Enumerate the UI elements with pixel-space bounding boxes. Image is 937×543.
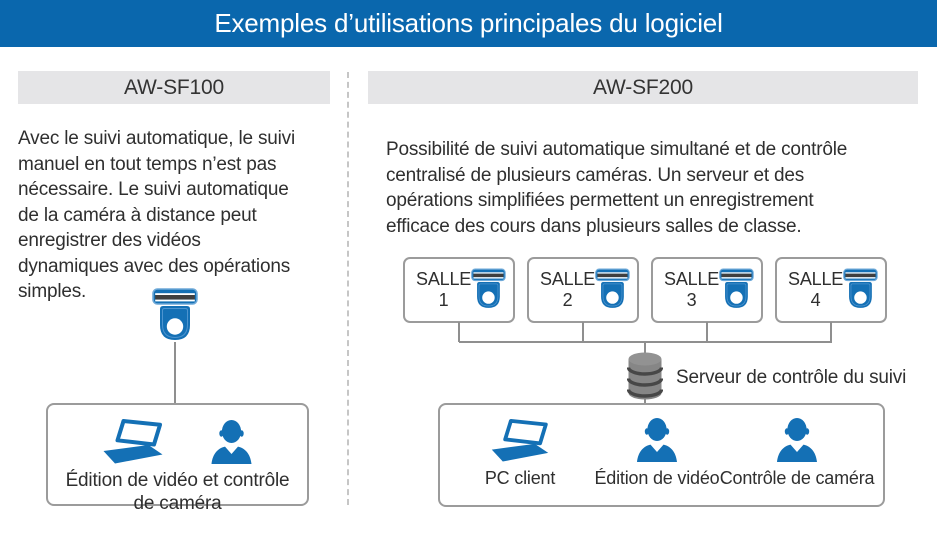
- client-pc: PC client: [460, 405, 580, 489]
- ptz-camera-icon: [595, 265, 630, 315]
- station-icons: [102, 418, 253, 464]
- editing-station-box: Édition de vidéo et contrôle de caméra: [46, 403, 309, 514]
- ptz-camera-icon: [152, 288, 198, 345]
- room-label: SALLE 4: [788, 269, 843, 311]
- client-label: Contrôle de caméra: [719, 468, 875, 488]
- room-box-4: SALLE 4: [775, 257, 887, 323]
- connector-line: [458, 322, 460, 342]
- client-video-editing: Édition de vidéo: [587, 405, 727, 489]
- connector-line: [582, 322, 584, 342]
- server-database-icon: [627, 351, 663, 401]
- room-name-text: SALLE: [664, 269, 720, 289]
- connector-line: [706, 322, 708, 342]
- connector-line: [830, 322, 832, 342]
- room-label: SALLE 1: [416, 269, 471, 311]
- person-icon: [776, 418, 818, 462]
- laptop-icon: [102, 418, 164, 464]
- ptz-camera-icon: [843, 265, 878, 315]
- client-label: Édition de vidéo: [594, 468, 720, 488]
- room-box-1: SALLE 1: [403, 257, 515, 323]
- room-label: SALLE 2: [540, 269, 595, 311]
- room-number-text: 2: [562, 290, 573, 310]
- room-name-text: SALLE: [416, 269, 472, 289]
- client-camera-control: Contrôle de caméra: [712, 405, 882, 489]
- room-number-text: 4: [810, 290, 821, 310]
- room-number-text: 3: [686, 290, 697, 310]
- room-name-text: SALLE: [540, 269, 596, 289]
- aw-sf200-description: Possibilité de suivi automatique simulta…: [386, 139, 848, 237]
- laptop-icon: [490, 418, 550, 462]
- room-box-3: SALLE 3: [651, 257, 763, 323]
- ptz-camera-icon: [471, 265, 506, 315]
- page-title: Exemples d’utilisations principales du l…: [0, 0, 937, 47]
- room-box-2: SALLE 2: [527, 257, 639, 323]
- client-icon-wrap: [636, 418, 678, 462]
- section-divider: [347, 72, 349, 505]
- section-title-aw-sf200: AW-SF200: [368, 71, 918, 104]
- person-icon: [636, 418, 678, 462]
- connector-line: [174, 342, 176, 404]
- client-icon-wrap: [490, 418, 550, 462]
- room-name-text: SALLE: [788, 269, 844, 289]
- aw-sf100-description: Avec le suivi automatique, le suivi manu…: [18, 128, 296, 302]
- room-label: SALLE 3: [664, 269, 719, 311]
- ptz-camera-icon: [719, 265, 754, 315]
- client-icon-wrap: [776, 418, 818, 462]
- person-icon: [210, 420, 253, 464]
- room-number-text: 1: [438, 290, 449, 310]
- clients-box: PC client Édition de vidéo Contrôle de c…: [438, 403, 885, 507]
- station-label: Édition de vidéo et contrôle de caméra: [65, 470, 290, 514]
- client-label: PC client: [484, 468, 556, 488]
- section-title-aw-sf100: AW-SF100: [18, 71, 330, 104]
- server-label: Serveur de contrôle du suivi: [676, 367, 907, 388]
